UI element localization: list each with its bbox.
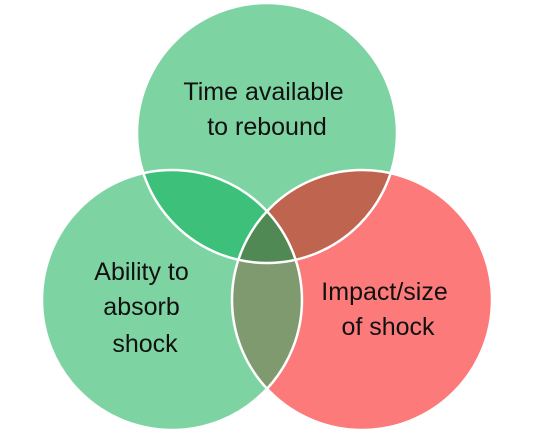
label-ability-to-absorb: Ability to absorb shock — [94, 258, 195, 358]
label-impact-line-1: Impact/size — [321, 278, 447, 306]
label-time-available-line-1: Time available — [183, 78, 343, 106]
label-ability-line-3: shock — [112, 330, 178, 358]
label-ability-line-1: Ability to — [94, 258, 188, 286]
label-ability-line-2: absorb — [103, 293, 179, 321]
overlap-time-impact — [232, 170, 397, 263]
overlap-time-ability — [137, 170, 302, 263]
label-impact-size: Impact/size of shock — [321, 278, 454, 341]
label-impact-line-2: of shock — [341, 313, 435, 341]
circle-outlines — [40, 1, 494, 432]
label-time-available: Time available to rebound — [183, 78, 350, 141]
label-time-available-line-2: to rebound — [207, 113, 327, 141]
